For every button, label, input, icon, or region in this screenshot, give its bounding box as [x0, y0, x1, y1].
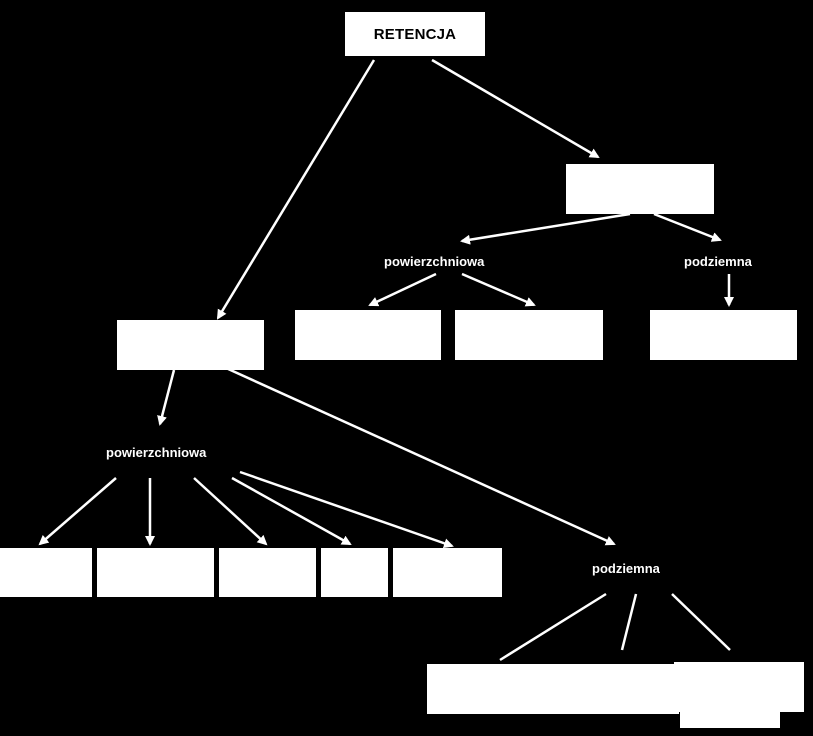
- connector-lower-underground-box1: [499, 592, 607, 662]
- connector-lower-surface-box1: [38, 477, 117, 546]
- upper-surface-box-1: [295, 310, 441, 360]
- connector-root-to-upper: [431, 58, 600, 159]
- lower-surface-label: powierzchniowa: [106, 445, 207, 460]
- lower-branch-node: [117, 320, 264, 370]
- upper-branch-node: [566, 164, 714, 214]
- connector-lower-underground-box3: [671, 593, 731, 651]
- connector-lower-surface-box4: [231, 476, 352, 546]
- lower-surface-box-1: [0, 548, 92, 597]
- connector-upper-surface-box2: [461, 272, 536, 307]
- lower-underground-box-2: [674, 662, 804, 712]
- connector-lower-surface-box5: [239, 470, 454, 549]
- connector-lower-to-underground: [225, 366, 616, 546]
- connector-lower-to-surface: [157, 369, 176, 426]
- root-node: RETENCJA: [342, 9, 488, 59]
- lower-underground-box-3: [680, 706, 780, 728]
- root-node-label: RETENCJA: [373, 25, 457, 43]
- lower-surface-box-3: [219, 548, 316, 597]
- lower-surface-box-4: [321, 548, 388, 597]
- connector-upper-surface-box1: [368, 272, 437, 307]
- connector-lower-underground-box2: [620, 593, 638, 651]
- upper-underground-label: podziemna: [684, 254, 752, 269]
- lower-underground-label: podziemna: [592, 561, 660, 576]
- connector-root-to-lower: [216, 59, 376, 320]
- upper-surface-box-2: [455, 310, 603, 360]
- connector-upper-to-underground: [653, 212, 722, 242]
- lower-surface-box-5: [393, 548, 502, 597]
- connector-lower-surface-box3: [193, 477, 268, 546]
- lower-underground-box-1: [427, 664, 679, 714]
- upper-underground-box: [650, 310, 797, 360]
- lower-surface-box-2: [97, 548, 214, 597]
- connector-upper-to-surface: [460, 212, 631, 245]
- upper-surface-label: powierzchniowa: [384, 254, 485, 269]
